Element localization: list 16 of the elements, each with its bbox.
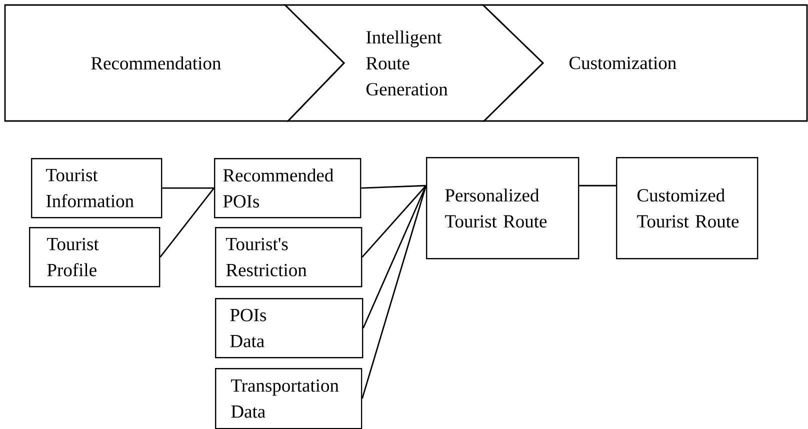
process-box: Tourist Profile	[29, 227, 160, 288]
process-box: Tourist's Restriction	[215, 227, 362, 288]
connector-line	[162, 187, 214, 189]
connector-line	[362, 185, 427, 258]
connector-line	[361, 184, 426, 189]
process-box: POIs Data	[215, 298, 364, 358]
process-box: Recommended POIs	[214, 158, 362, 218]
connector-line	[160, 188, 215, 258]
process-box: Personalized Tourist Route	[426, 157, 580, 260]
process-box: Tourist Information	[31, 158, 162, 218]
connector-line	[579, 184, 616, 186]
process-box: Customized Tourist Route	[616, 157, 758, 260]
connector-line	[362, 185, 427, 328]
connector-line	[362, 185, 427, 399]
chevron-band: Recommendation	[4, 4, 345, 122]
process-box: Transportation Data	[215, 368, 362, 429]
